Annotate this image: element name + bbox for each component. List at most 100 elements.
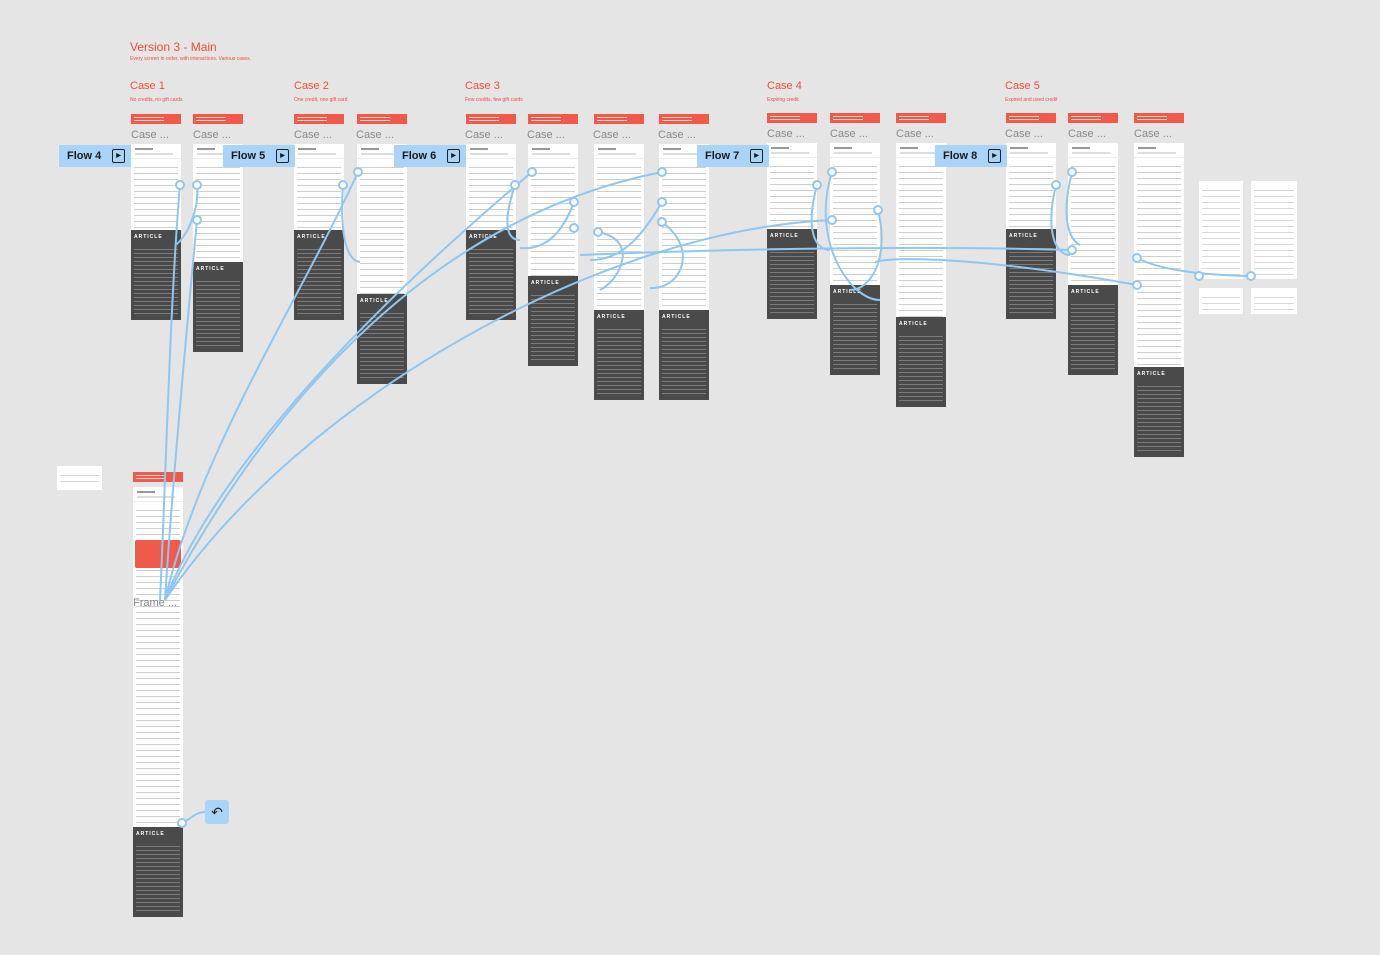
footer-brand: ARTICLE [1071, 289, 1100, 295]
screen[interactable] [830, 143, 880, 285]
case-4-sub: Expiring credit [767, 97, 799, 103]
page-subtitle: Every screen in order, with interactions… [130, 56, 252, 62]
footer: ARTICLE [133, 827, 183, 917]
side-card [1199, 181, 1243, 279]
footer: ARTICLE [294, 230, 344, 320]
footer: ARTICLE [594, 310, 644, 400]
case-5-sub: Expired and used credit [1005, 97, 1058, 103]
page-title: Version 3 - Main [130, 40, 217, 54]
play-icon: ▶ [112, 149, 125, 163]
footer-brand: ARTICLE [360, 298, 389, 304]
flow-7-button[interactable]: Flow 7 ▶ [697, 145, 769, 167]
screen[interactable] [767, 143, 817, 229]
case-3-sub: Few credits, few gift cards [465, 97, 523, 103]
play-icon: ▶ [447, 149, 460, 163]
frame-label: Case ... [658, 129, 696, 141]
note [1134, 113, 1184, 123]
gift-card-image [135, 540, 181, 568]
screen[interactable] [294, 144, 344, 230]
footer: ARTICLE [1134, 367, 1184, 457]
note [594, 114, 644, 124]
footer-brand: ARTICLE [136, 831, 165, 837]
footer: ARTICLE [528, 276, 578, 366]
footer: ARTICLE [1068, 285, 1118, 375]
footer-brand: ARTICLE [134, 234, 163, 240]
case-1-sub: No credits, no gift cards [130, 97, 183, 103]
flow-8-button[interactable]: Flow 8 ▶ [935, 145, 1007, 167]
note [131, 114, 181, 124]
frame-label: Case ... [896, 128, 934, 140]
case-2-title: Case 2 [294, 80, 329, 92]
frame-label: Case ... [1005, 128, 1043, 140]
footer-brand: ARTICLE [297, 234, 326, 240]
footer: ARTICLE [896, 317, 946, 407]
note [1068, 113, 1118, 123]
frame-label: Case ... [193, 129, 231, 141]
footer-brand: ARTICLE [469, 234, 498, 240]
frame-label: Case ... [830, 128, 868, 140]
flow-4-button[interactable]: Flow 4 ▶ [59, 145, 131, 167]
frame-label: Case ... [767, 128, 805, 140]
footer: ARTICLE [830, 285, 880, 375]
note [133, 472, 183, 482]
frame-label: Case ... [131, 129, 169, 141]
back-arrow-icon[interactable]: ↶ [205, 800, 229, 824]
footer-brand: ARTICLE [1137, 371, 1166, 377]
screen[interactable] [1068, 143, 1118, 285]
flow-label: Flow 4 [67, 150, 102, 162]
footer: ARTICLE [659, 310, 709, 400]
footer-brand: ARTICLE [1009, 233, 1038, 239]
screen[interactable] [896, 143, 946, 317]
flow-5-button[interactable]: Flow 5▶ [223, 145, 295, 167]
note [294, 114, 344, 124]
note [659, 114, 709, 124]
side-card [1199, 288, 1243, 314]
case-2-sub: One credit, one gift card [294, 97, 348, 103]
note [357, 114, 407, 124]
footer-brand: ARTICLE [833, 289, 862, 295]
footer: ARTICLE [1006, 229, 1056, 319]
frame-label: Case ... [527, 129, 565, 141]
case-5-title: Case 5 [1005, 80, 1040, 92]
footer: ARTICLE [193, 262, 243, 352]
flow-6-button[interactable]: Flow 6 ▶ [394, 145, 466, 167]
frame-label: Case ... [356, 129, 394, 141]
screen[interactable] [528, 144, 578, 276]
side-card [1251, 181, 1297, 279]
frame-label: Case ... [593, 129, 631, 141]
side-card [1251, 288, 1297, 314]
case-1-title: Case 1 [130, 80, 165, 92]
play-icon: ▶ [750, 149, 763, 163]
note [1006, 113, 1056, 123]
case-3-title: Case 3 [465, 80, 500, 92]
note [528, 114, 578, 124]
screen[interactable] [1134, 143, 1184, 367]
footer-brand: ARTICLE [770, 233, 799, 239]
case-4-title: Case 4 [767, 80, 802, 92]
footer-brand: ARTICLE [662, 314, 691, 320]
footer-brand: ARTICLE [531, 280, 560, 286]
footer-brand: ARTICLE [899, 321, 928, 327]
footer-brand: ARTICLE [196, 266, 225, 272]
flow-label: Flow 5 [231, 150, 266, 162]
screen[interactable] [1006, 143, 1056, 229]
note [830, 113, 880, 123]
play-icon: ▶ [988, 149, 1001, 163]
frame-label: Case ... [465, 129, 503, 141]
footer-brand: ARTICLE [597, 314, 626, 320]
screen[interactable] [357, 144, 407, 294]
note [193, 114, 243, 124]
screen[interactable] [594, 144, 644, 310]
frame-label: Case ... [1134, 128, 1172, 140]
footer: ARTICLE [466, 230, 516, 320]
note [466, 114, 516, 124]
note [767, 113, 817, 123]
side-card [57, 466, 102, 490]
flow-label: Flow 6 [402, 150, 437, 162]
screen[interactable] [131, 144, 181, 230]
flow-label: Flow 8 [943, 150, 978, 162]
screen[interactable] [466, 144, 516, 230]
flow-label: Flow 7 [705, 150, 740, 162]
footer: ARTICLE [767, 229, 817, 319]
